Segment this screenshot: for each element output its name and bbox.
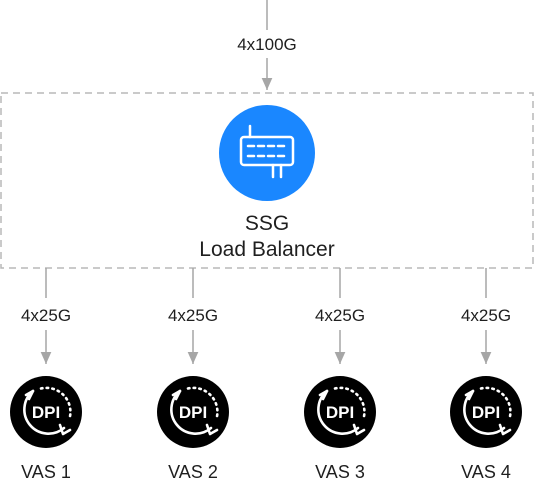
link-label: 4x25G	[168, 306, 218, 325]
load-balancer-icon[interactable]	[219, 105, 315, 201]
link-label: 4x25G	[21, 306, 71, 325]
load-balancer-name: SSG	[245, 212, 289, 235]
link-label: 4x25G	[315, 306, 365, 325]
vas-node-4: 4x25G DPI VAS 4	[449, 268, 523, 482]
dpi-badge: DPI	[32, 403, 60, 422]
dpi-badge: DPI	[472, 403, 500, 422]
dpi-badge: DPI	[179, 403, 207, 422]
link-label: 4x25G	[461, 306, 511, 325]
vas-node-2: 4x25G DPI VAS 2	[156, 268, 230, 482]
vas-node-3: 4x25G DPI VAS 3	[303, 268, 377, 482]
vas-label: VAS 2	[168, 462, 218, 482]
vas-label: VAS 3	[315, 462, 365, 482]
load-balancer-container[interactable]	[0, 92, 534, 269]
dpi-badge: DPI	[326, 403, 354, 422]
vas-node-1: 4x25G DPI VAS 1	[9, 268, 83, 482]
uplink-label: 4x100G	[237, 35, 297, 54]
vas-label: VAS 4	[461, 462, 511, 482]
load-balancer-role: Load Balancer	[199, 238, 334, 261]
vas-label: VAS 1	[21, 462, 71, 482]
